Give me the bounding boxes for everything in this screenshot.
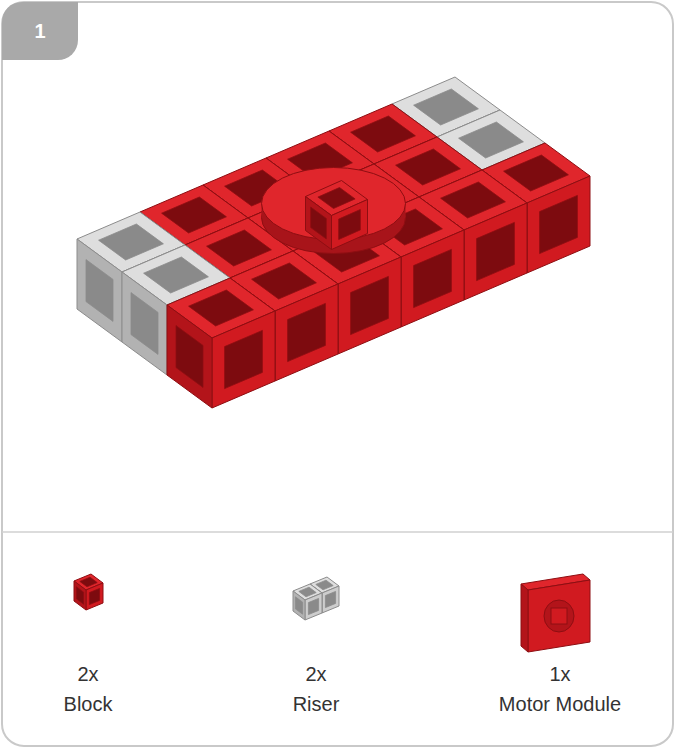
frame-window	[414, 249, 452, 307]
frame-window	[86, 260, 113, 322]
block-front	[305, 593, 322, 620]
block-front	[338, 257, 401, 354]
frame-window	[76, 587, 83, 604]
frame-window	[396, 149, 461, 185]
frame-window	[131, 293, 158, 355]
frame-window	[295, 597, 302, 614]
frame-window	[80, 577, 97, 587]
block-front	[332, 200, 368, 250]
frame-window	[414, 89, 479, 125]
motor-module-drawing	[262, 168, 406, 254]
block-front	[275, 284, 338, 381]
part-icons	[74, 574, 590, 652]
motor-shaft-hub	[551, 608, 567, 624]
frame-window	[176, 326, 203, 388]
frame-window	[441, 182, 506, 218]
motor-shaft	[544, 600, 574, 632]
block-front	[528, 580, 590, 652]
frame-window	[459, 122, 524, 158]
block-front	[527, 176, 590, 273]
part-quantity: 2x	[305, 662, 326, 686]
frame-window	[99, 224, 164, 260]
model-drawing	[77, 77, 590, 408]
frame-window	[540, 195, 578, 253]
frame-window	[351, 276, 389, 334]
frame-window	[339, 210, 361, 240]
frame-window	[316, 580, 333, 590]
block-front	[322, 586, 339, 613]
block-front	[401, 230, 464, 327]
part-name: Motor Module	[499, 692, 621, 716]
block-front	[212, 311, 275, 408]
frame-window	[325, 591, 335, 607]
frame-window	[189, 290, 254, 326]
part-quantity: 2x	[77, 662, 98, 686]
block-side	[74, 581, 86, 610]
part-name: Riser	[293, 692, 340, 716]
block-front	[86, 583, 103, 610]
divider-line	[2, 531, 673, 533]
frame-window	[299, 587, 316, 597]
frame-window	[252, 263, 317, 299]
block-side	[306, 197, 332, 250]
frame-window	[477, 222, 515, 280]
frame-window	[308, 598, 318, 614]
frame-window	[311, 207, 327, 239]
block-side	[122, 272, 167, 375]
step-number: 1	[34, 19, 45, 43]
block-side	[521, 584, 528, 652]
frame-window	[288, 303, 326, 361]
frame-window	[504, 155, 569, 191]
block-side	[77, 239, 122, 342]
block-front	[464, 203, 527, 300]
part-name: Block	[64, 692, 113, 716]
block-side	[293, 591, 305, 620]
frame-window	[225, 330, 263, 388]
part-quantity: 1x	[549, 662, 570, 686]
step-tab: 1	[2, 2, 78, 60]
frame-window	[207, 230, 272, 266]
block-side	[167, 305, 212, 408]
frame-window	[89, 588, 99, 604]
frame-window	[351, 116, 416, 152]
frame-window	[318, 188, 355, 209]
frame-window	[144, 257, 209, 293]
frame-window	[162, 197, 227, 233]
